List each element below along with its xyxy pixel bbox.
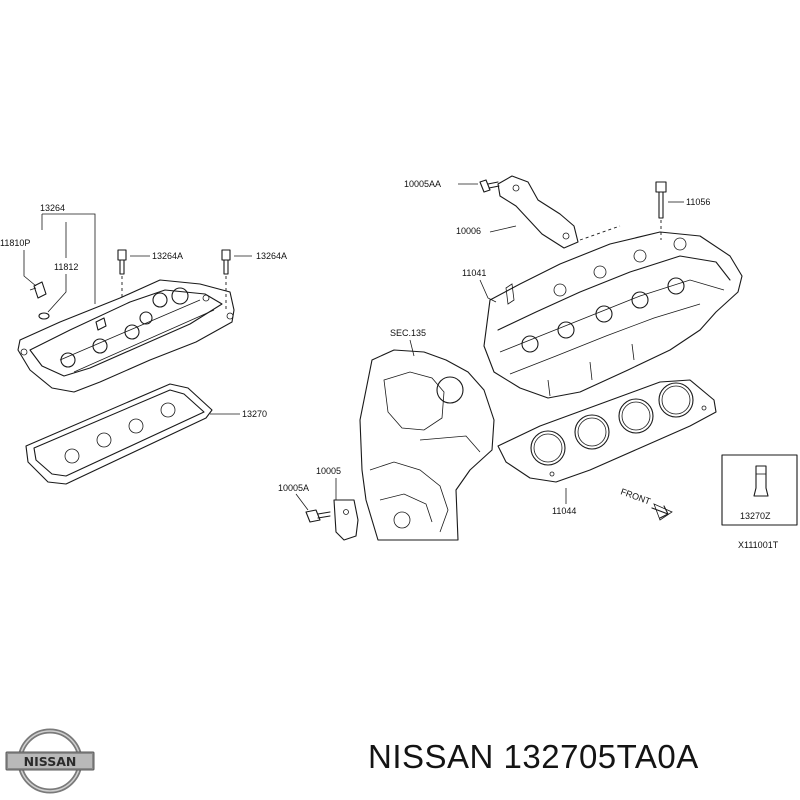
label-10005aa: 10005AA — [404, 179, 441, 189]
logo-wordmark: NISSAN — [24, 754, 77, 769]
label-reference-code: X111001T — [738, 540, 779, 550]
label-front: FRONT — [619, 486, 652, 506]
nissan-logo: NISSAN — [5, 728, 95, 794]
rocker-cover-gasket — [25, 383, 213, 485]
bolt-13264a-right — [221, 249, 231, 312]
label-11810p: 11810P — [0, 238, 30, 248]
label-sec135: SEC.135 — [390, 328, 426, 338]
part-labels: 13264 11810P 11812 13264A 13264A 13270 1… — [0, 179, 779, 550]
cylinder-head — [483, 225, 743, 399]
label-10005a: 10005A — [278, 483, 309, 493]
label-13264a-left: 13264A — [152, 251, 183, 261]
timing-cover — [359, 349, 495, 541]
label-13264a-right: 13264A — [256, 251, 287, 261]
bolt-11056 — [655, 181, 667, 240]
pcv-valve — [29, 281, 50, 320]
inset-box-13270z — [721, 454, 798, 526]
head-gasket — [497, 379, 717, 483]
part-number-title: NISSAN 132705TA0A — [368, 738, 699, 775]
label-11044: 11044 — [552, 506, 576, 516]
label-10006: 10006 — [456, 226, 481, 236]
front-arrow — [651, 503, 673, 521]
bracket-10005 — [333, 499, 359, 541]
bracket-10006 — [497, 175, 579, 249]
bolt-13264a-left — [117, 249, 127, 300]
label-13264: 13264 — [40, 203, 65, 213]
bolt-10005aa — [479, 179, 500, 193]
label-13270: 13270 — [242, 409, 267, 419]
label-11041: 11041 — [462, 268, 486, 278]
label-13270z: 13270Z — [740, 511, 771, 521]
label-11812: 11812 — [54, 262, 78, 272]
bolt-10005a — [305, 509, 331, 523]
label-11056: 11056 — [686, 197, 710, 207]
label-10005: 10005 — [316, 466, 341, 476]
leader-lines — [23, 183, 684, 511]
rocker-cover — [17, 279, 235, 393]
